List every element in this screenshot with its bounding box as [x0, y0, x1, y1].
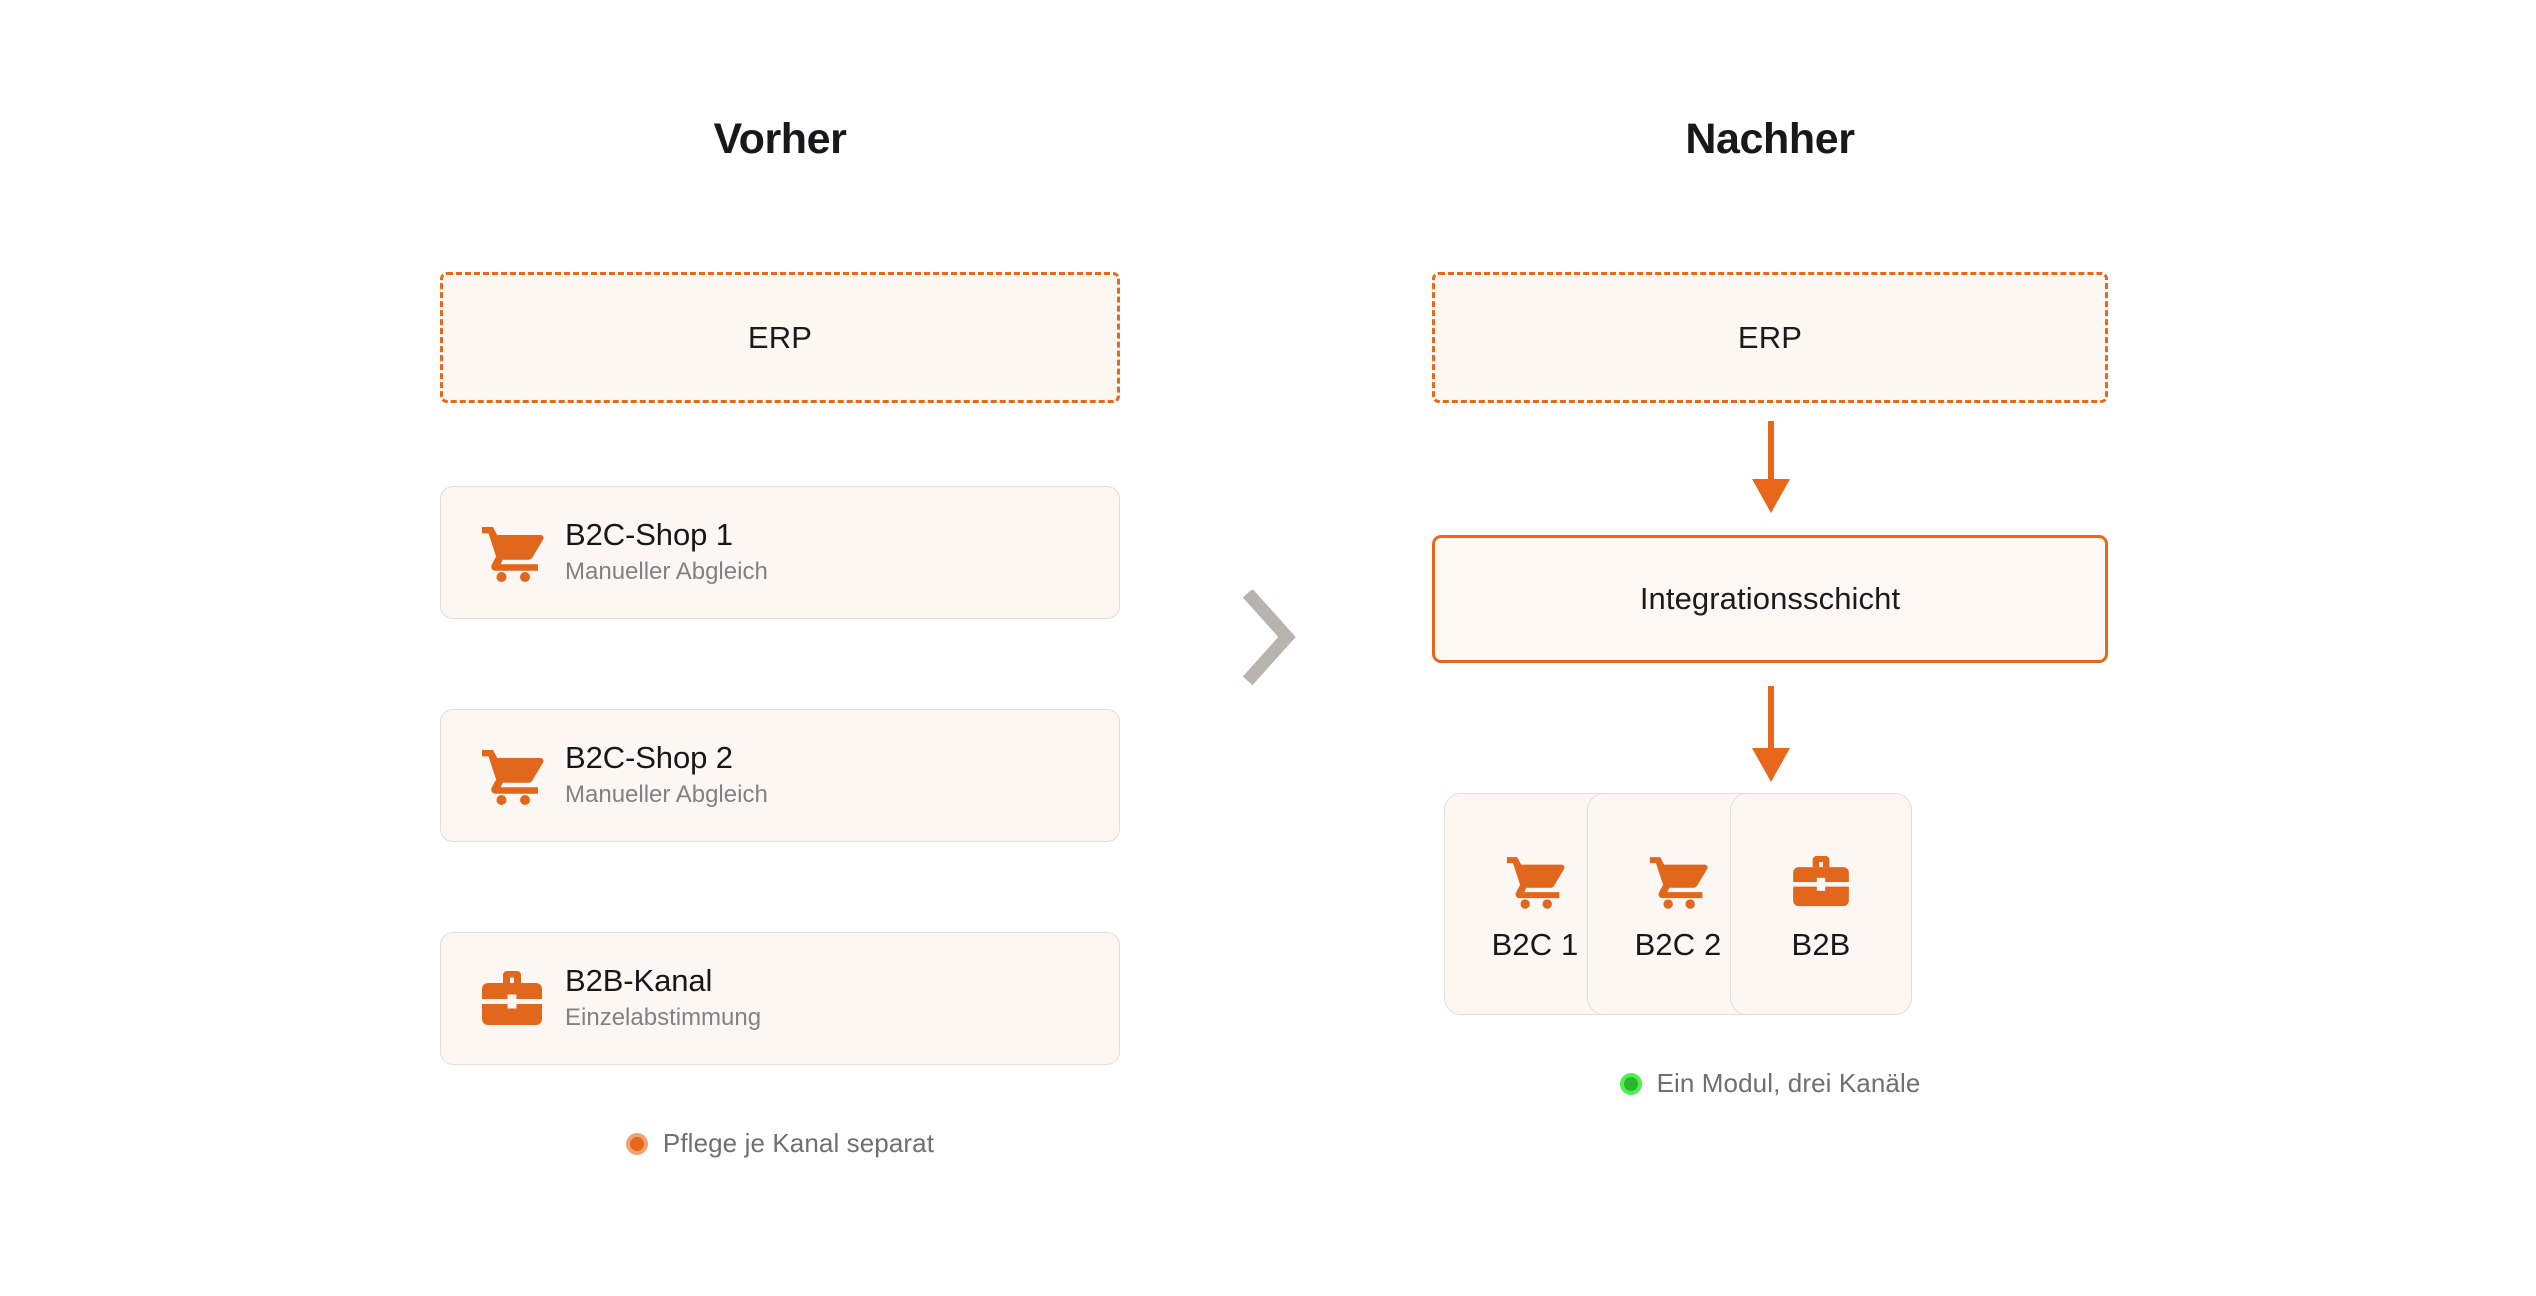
briefcase-icon [1785, 849, 1857, 915]
shopping-cart-icon [1499, 849, 1571, 915]
arrow-erp-to-integration-icon [1746, 421, 1796, 515]
before-column: Vorher ERP B2C-Shop 1 Manueller Abgleich [380, 0, 1180, 1296]
channel-tile-label: B2C 2 [1634, 926, 1722, 962]
after-erp-box: ERP [1432, 272, 2108, 403]
chevron-right-icon [1240, 588, 1300, 686]
channel-card-b2b-kanal[interactable]: B2B-Kanal Einzelabstimmung [440, 932, 1120, 1065]
channel-card-subtitle: Manueller Abgleich [565, 780, 768, 808]
before-erp-box: ERP [440, 272, 1120, 403]
after-note-text: Ein Modul, drei Kanäle [1656, 1068, 1921, 1098]
integration-layer-box: Integrationsschicht [1432, 535, 2108, 663]
channel-card-b2c-shop-2[interactable]: B2C-Shop 2 Manueller Abgleich [440, 709, 1120, 842]
arrow-integration-to-channels-icon [1746, 686, 1796, 784]
channel-tile-label: B2B [1791, 926, 1851, 962]
channel-card-text: B2C-Shop 2 Manueller Abgleich [565, 740, 768, 810]
after-erp-label: ERP [1737, 319, 1803, 355]
channel-card-b2c-shop-1[interactable]: B2C-Shop 1 Manueller Abgleich [440, 486, 1120, 619]
shopping-cart-icon [1642, 849, 1714, 915]
shopping-cart-icon [473, 741, 551, 811]
status-dot-orange-icon [625, 1132, 648, 1155]
channel-card-text: B2B-Kanal Einzelabstimmung [565, 963, 762, 1033]
after-column-title: Nachher [1685, 115, 1855, 163]
channel-card-title: B2B-Kanal [565, 963, 713, 999]
integration-layer-label: Integrationsschicht [1639, 581, 1901, 616]
channel-card-text: B2C-Shop 1 Manueller Abgleich [565, 517, 768, 587]
after-column: Nachher ERP Integrationsschicht [1380, 0, 2160, 1296]
channel-card-subtitle: Einzelabstimmung [565, 1003, 762, 1031]
after-note: Ein Modul, drei Kanäle [1380, 1068, 2160, 1099]
shopping-cart-icon [473, 518, 551, 588]
channel-tile-label: B2C 1 [1491, 926, 1579, 962]
channel-card-title: B2C-Shop 1 [565, 517, 733, 553]
briefcase-icon [473, 964, 551, 1034]
channel-tile-b2b[interactable]: B2B [1730, 793, 1912, 1015]
channel-card-title: B2C-Shop 2 [565, 740, 733, 776]
before-note: Pflege je Kanal separat [380, 1128, 1180, 1159]
channel-card-subtitle: Manueller Abgleich [565, 557, 768, 585]
before-erp-label: ERP [747, 319, 813, 355]
before-column-title: Vorher [713, 115, 847, 163]
before-note-text: Pflege je Kanal separat [662, 1128, 935, 1158]
status-dot-green-icon [1619, 1072, 1642, 1095]
